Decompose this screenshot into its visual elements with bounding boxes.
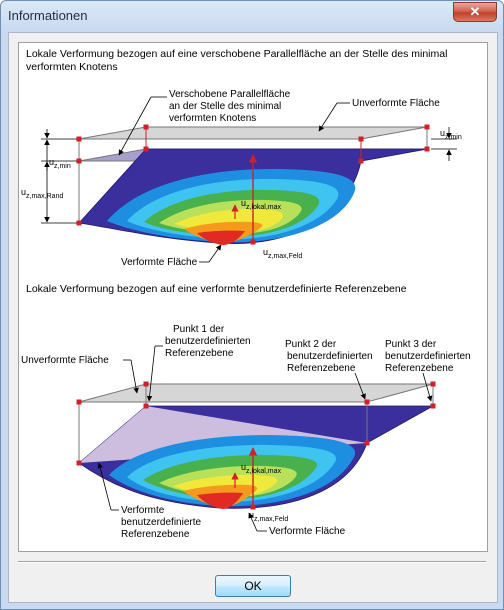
- leader-p2: [354, 372, 366, 400]
- close-icon: ✕: [469, 4, 481, 19]
- window-title: Informationen: [8, 8, 88, 23]
- leader-undeformed-2: [130, 359, 139, 394]
- undeformed-plane-2: [78, 383, 434, 403]
- uz-max-feld-label-1: uz,max,Feld: [263, 247, 302, 260]
- label-shifted-plane-line1: Verschobene Parallelfläche: [169, 89, 291, 100]
- leader-shifted-1: [118, 96, 152, 156]
- uz-min-label-left: uz,min: [49, 157, 71, 170]
- label-ref-line3: Referenzebene: [121, 529, 190, 540]
- uz-max-rand-label: uz,max,Rand: [21, 187, 63, 200]
- label-ref-line1: Verformte: [121, 505, 165, 516]
- leader-deformed-2: [248, 512, 258, 532]
- label-deformed-1: Verformte Fläche: [121, 257, 198, 268]
- label-ref-line2: benutzerdefinierte: [121, 517, 201, 528]
- leader-p3: [422, 372, 433, 402]
- dialog-client-area: Lokale Verformung bezogen auf eine versc…: [8, 32, 498, 603]
- deformation-illustration: Lokale Verformung bezogen auf eine versc…: [21, 48, 471, 540]
- label-shifted-plane-line2: an der Stelle des minimal: [169, 101, 281, 112]
- section2-heading: Lokale Verformung bezogen auf eine verfo…: [26, 283, 407, 295]
- leader-p1: [146, 345, 156, 402]
- info-panel: Lokale Verformung bezogen auf eine versc…: [18, 42, 488, 552]
- close-button[interactable]: ✕: [453, 2, 497, 22]
- nodes-1: [76, 124, 430, 245]
- leader-ref: [97, 462, 112, 511]
- label-p2-line3: Referenzebene: [287, 363, 356, 374]
- label-p1-line2: benutzerdefinierten: [165, 336, 251, 347]
- section1-heading-line2: verformten Knotens: [26, 61, 118, 73]
- label-undeformed-2: Unverformte Fläche: [21, 355, 109, 366]
- label-p3-line2: benutzerdefinierten: [385, 351, 471, 362]
- uz-lokal-max-label-2: uz,lokal,max: [241, 462, 282, 475]
- label-p1-line1: Punkt 1 der: [173, 324, 225, 335]
- label-shifted-plane-line3: verformten Knotens: [169, 113, 256, 124]
- section1-heading-line1: Lokale Verformung bezogen auf eine versc…: [26, 48, 447, 60]
- nodes-2: [76, 381, 436, 510]
- leader-deformed-1: [208, 244, 222, 263]
- uz-max-feld-label-2: uz,max,Feld: [249, 510, 288, 523]
- leader-undeformed-1: [318, 102, 338, 132]
- uz-min-label-right: uz,min: [440, 128, 462, 141]
- label-p1-line3: Referenzebene: [165, 348, 234, 359]
- label-p2-line2: benutzerdefinierten: [287, 351, 373, 362]
- label-p2-line1: Punkt 2 der: [285, 339, 337, 350]
- label-deformed-2: Verformte Fläche: [269, 526, 346, 537]
- label-p3-line3: Referenzebene: [385, 363, 454, 374]
- label-p3-line1: Punkt 3 der: [385, 339, 437, 350]
- label-undeformed-1: Unverformte Fläche: [352, 98, 440, 109]
- deformed-surface-2: [78, 405, 435, 509]
- footer-separator: [18, 561, 486, 563]
- ok-button[interactable]: OK: [215, 575, 291, 597]
- uz-lokal-max-label-1: uz,lokal,max: [241, 198, 282, 211]
